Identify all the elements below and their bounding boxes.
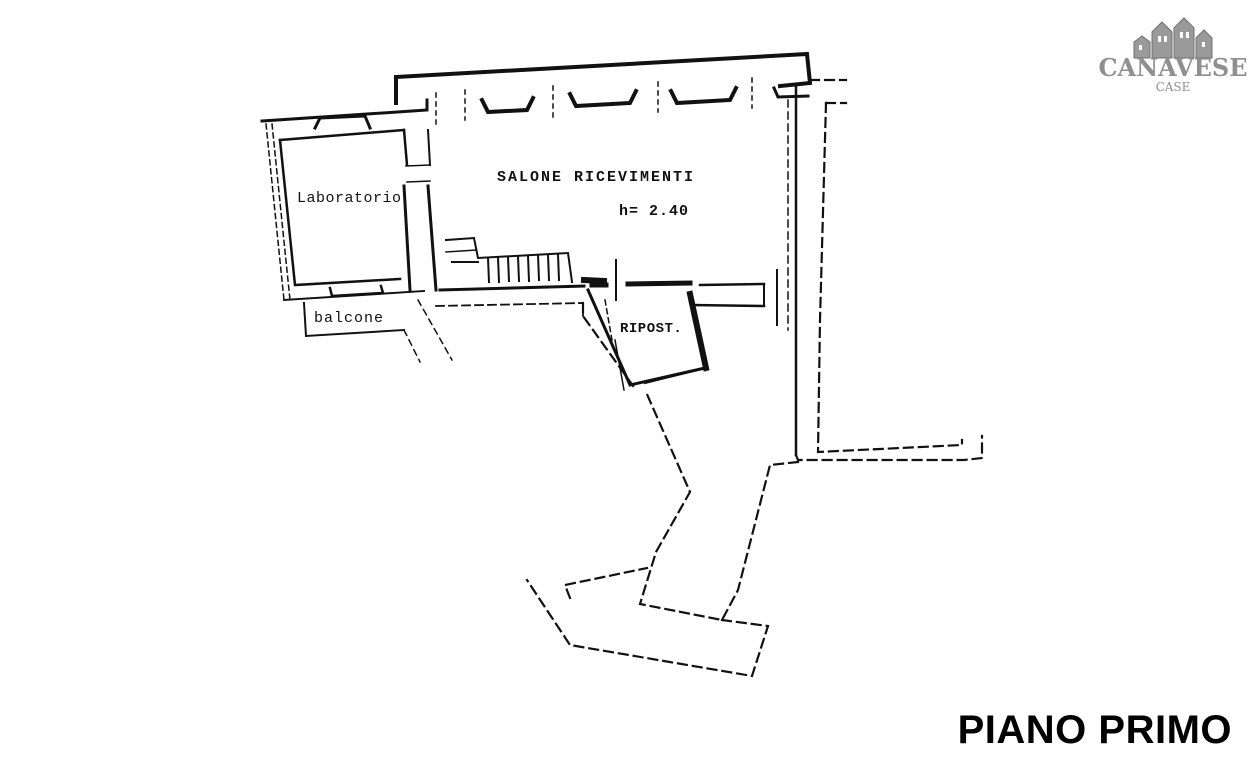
balcone-label: balcone — [314, 310, 385, 327]
external-outline — [525, 78, 984, 678]
logo-name: CANAVESE — [1098, 53, 1248, 82]
salone-room — [435, 84, 798, 457]
ceiling-height-label: h= 2.40 — [619, 203, 690, 220]
laboratorio-label: Laboratorio — [297, 190, 402, 207]
houses-icon — [1133, 17, 1213, 59]
ripostiglio-room — [586, 282, 710, 391]
laboratorio-room — [265, 123, 438, 302]
salone-ricevimenti-label: SALONE RICEVIMENTI — [497, 169, 696, 186]
floor-title: PIANO PRIMO — [957, 708, 1232, 752]
agency-logo: CANAVESE CASE — [1098, 14, 1248, 98]
facade-wall — [260, 51, 813, 131]
balcone — [302, 298, 454, 364]
logo-subtitle: CASE — [1155, 80, 1191, 94]
ripostiglio-label: RIPOST. — [620, 321, 683, 337]
